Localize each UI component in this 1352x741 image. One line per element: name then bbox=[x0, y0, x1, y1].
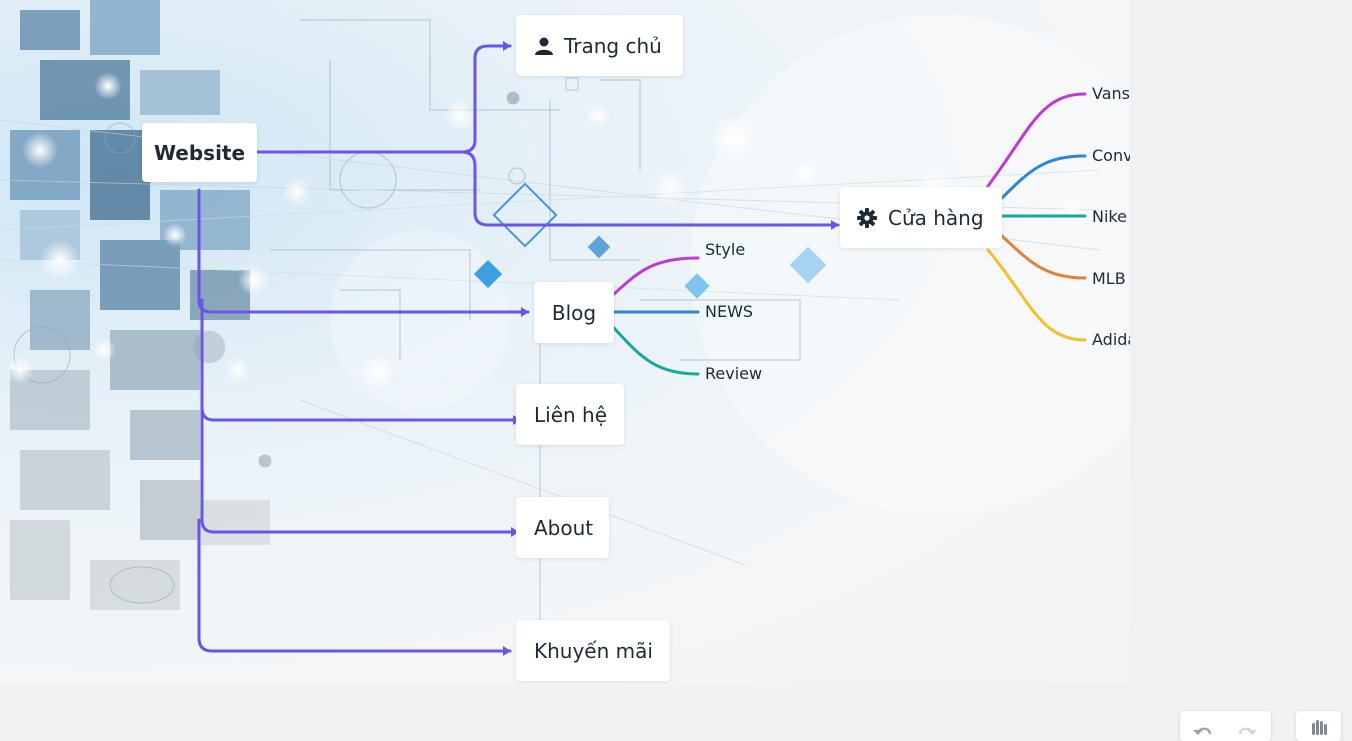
hand-icon bbox=[1310, 719, 1328, 739]
connector-cua-hang-arrowhead bbox=[831, 220, 839, 230]
node-blog[interactable]: Blog bbox=[534, 282, 614, 343]
leaf-review-label: Review bbox=[705, 364, 763, 383]
connector-cua-hang bbox=[460, 150, 840, 227]
connector-review bbox=[612, 326, 700, 376]
node-trang-chu[interactable]: Trang chủ bbox=[516, 15, 683, 76]
node-cua-hang[interactable]: Cửa hàng bbox=[840, 187, 1002, 248]
leaf-nike[interactable]: Nike bbox=[1092, 207, 1127, 226]
undo-redo-group bbox=[1180, 711, 1271, 741]
connector-khuyen-mai bbox=[197, 518, 512, 653]
leaf-review[interactable]: Review bbox=[705, 364, 762, 383]
root-label: Website bbox=[153, 140, 246, 165]
undo-icon[interactable] bbox=[1192, 721, 1214, 740]
leaf-nike-label: Nike bbox=[1092, 207, 1127, 226]
connector-khuyen-mai-arrowhead bbox=[503, 646, 511, 656]
leaf-adidas[interactable]: Adidas bbox=[1092, 330, 1130, 349]
node-khuyen-mai-label: Khuyến mãi bbox=[534, 638, 653, 663]
leaf-vans[interactable]: Vans bbox=[1092, 84, 1130, 103]
leaf-adidas-label: Adidas bbox=[1092, 330, 1130, 349]
mindmap-canvas[interactable]: Website Trang chủ bbox=[0, 0, 1130, 686]
redo-icon[interactable] bbox=[1236, 721, 1258, 740]
node-cua-hang-label: Cửa hàng bbox=[888, 205, 984, 230]
leaf-converse-label: Converse bbox=[1092, 146, 1130, 165]
connector-trang-chu-arrowhead bbox=[503, 41, 511, 51]
node-khuyen-mai[interactable]: Khuyến mãi bbox=[516, 620, 670, 681]
node-lien-he[interactable]: Liên hệ bbox=[516, 384, 624, 445]
connector-about bbox=[200, 406, 520, 534]
connector-converse bbox=[1000, 154, 1087, 200]
leaf-converse[interactable]: Converse bbox=[1092, 146, 1130, 165]
leaf-vans-label: Vans bbox=[1092, 84, 1130, 103]
node-lien-he-label: Liên hệ bbox=[534, 402, 608, 427]
node-blog-label: Blog bbox=[551, 300, 597, 325]
connector-vans bbox=[986, 92, 1087, 188]
node-about-label: About bbox=[534, 515, 594, 540]
leaf-style[interactable]: Style bbox=[705, 240, 745, 259]
connector-about-arrowhead bbox=[511, 527, 519, 537]
connector-lines bbox=[197, 41, 1087, 656]
leaf-mlb-label: MLB bbox=[1092, 269, 1126, 288]
node-trang-chu-label: Trang chủ bbox=[564, 33, 662, 58]
connector-style bbox=[612, 256, 700, 296]
connector-lien-he bbox=[200, 298, 522, 422]
connector-adidas bbox=[986, 248, 1087, 342]
gear-icon bbox=[856, 207, 878, 229]
leaf-mlb[interactable]: MLB bbox=[1092, 269, 1126, 288]
hand-tool-button[interactable] bbox=[1296, 711, 1341, 741]
user-icon bbox=[534, 36, 554, 56]
root-node[interactable]: Website bbox=[142, 123, 257, 182]
connector-trang-chu bbox=[256, 44, 512, 154]
connector-blog-arrowhead bbox=[521, 307, 529, 317]
connector-mlb bbox=[1000, 234, 1087, 280]
leaf-news-label: NEWS bbox=[705, 302, 754, 321]
leaf-style-label: Style bbox=[705, 240, 746, 259]
leaf-news[interactable]: NEWS bbox=[705, 302, 753, 321]
node-about[interactable]: About bbox=[516, 497, 609, 558]
connector-blog bbox=[197, 188, 530, 314]
